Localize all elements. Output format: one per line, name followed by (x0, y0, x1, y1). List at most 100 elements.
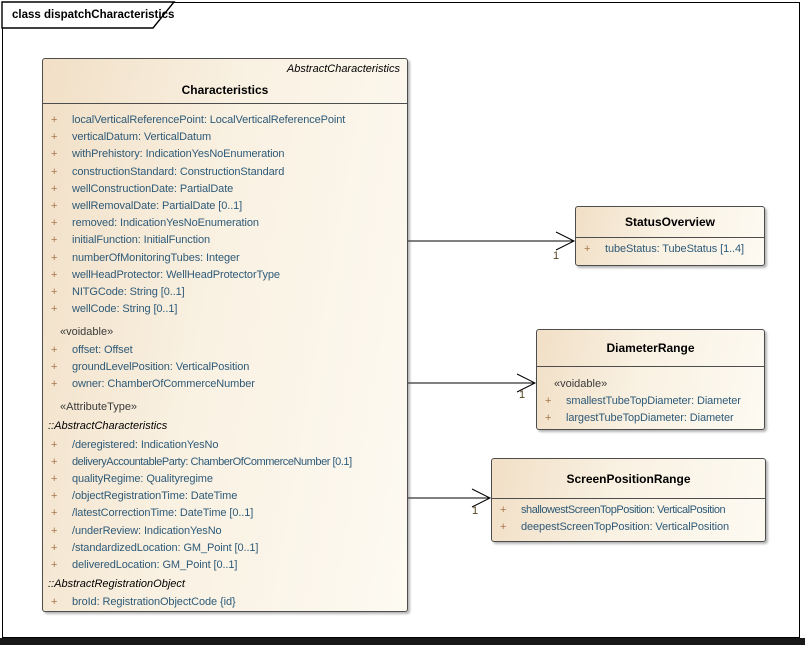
visibility-marker: + (51, 268, 58, 281)
class-header: AbstractCharacteristics Characteristics (43, 59, 407, 104)
multiplicity-diameter-range: 1 (519, 389, 526, 401)
attribute-text: qualityRegime: Qualityregime (72, 473, 213, 486)
multiplicity-status-overview: 1 (553, 250, 560, 262)
attribute-row: + /latestCorrectionTime: DateTime [0..1] (43, 505, 407, 522)
visibility-marker: + (51, 507, 58, 520)
visibility-marker: + (51, 360, 58, 373)
visibility-marker: + (51, 343, 58, 356)
visibility-marker: + (500, 521, 507, 534)
attribute-row: + wellConstructionDate: PartialDate (43, 181, 407, 198)
class-header: DiameterRange (537, 330, 764, 367)
attribute-compartment: + localVerticalReferencePoint: LocalVert… (43, 104, 407, 611)
visibility-marker: + (51, 148, 58, 161)
visibility-marker: + (545, 395, 552, 408)
attribute-row: + /objectRegistrationTime: DateTime (43, 488, 407, 505)
attribute-text: tubeStatus: TubeStatus [1..4] (605, 243, 744, 255)
attribute-row: + /underReview: IndicationYesNo (43, 523, 407, 540)
class-box-status-overview[interactable]: StatusOverview + tubeStatus: TubeStatus … (575, 206, 765, 266)
attribute-row: + wellCode: String [0..1] (43, 301, 407, 318)
attribute-text: NITGCode: String [0..1] (72, 286, 185, 299)
attribute-text: deliveryAccountableParty: ChamberOfComme… (72, 455, 352, 468)
bottom-bar (0, 638, 805, 645)
visibility-marker: + (51, 524, 58, 537)
attribute-text: /objectRegistrationTime: DateTime (72, 490, 238, 503)
attribute-row: + largestTubeTopDiameter: Diameter (537, 410, 764, 427)
attribute-text: /deregistered: IndicationYesNo (72, 438, 219, 451)
attribute-text: deliveredLocation: GM_Point [0..1] (72, 559, 238, 572)
attribute-row: + constructionStandard: ConstructionStan… (43, 164, 407, 181)
visibility-marker: + (51, 438, 58, 451)
visibility-marker: + (51, 251, 58, 264)
visibility-marker: + (51, 131, 58, 144)
attribute-row: + NITGCode: String [0..1] (43, 284, 407, 301)
attribute-text: shallowestScreenTopPosition: VerticalPos… (521, 504, 726, 516)
attribute-row: + deepestScreenTopPosition: VerticalPosi… (492, 519, 765, 536)
class-name: StatusOverview (624, 215, 716, 229)
visibility-marker: + (51, 303, 58, 316)
attribute-row: «voidable» (537, 376, 764, 393)
attribute-row: + /deregistered: IndicationYesNo (43, 437, 407, 454)
class-stereotype: AbstractCharacteristics (286, 63, 400, 75)
attribute-row: + withPrehistory: IndicationYesNoEnumera… (43, 146, 407, 163)
visibility-marker: + (51, 473, 58, 486)
class-box-characteristics[interactable]: AbstractCharacteristics Characteristics … (42, 58, 408, 612)
attribute-text: wellHeadProtector: WellHeadProtectorType (72, 268, 280, 281)
attribute-text: localVerticalReferencePoint: LocalVertic… (72, 114, 346, 126)
attribute-row: + shallowestScreenTopPosition: VerticalP… (492, 502, 765, 519)
attribute-row: + initialFunction: InitialFunction (43, 232, 407, 249)
attribute-text: broId: RegistrationObjectCode {id} (72, 596, 236, 609)
association-diameter-range (408, 373, 537, 393)
attribute-text: /underReview: IndicationYesNo (72, 524, 222, 537)
attribute-text: smallestTubeTopDiameter: Diameter (566, 395, 741, 408)
attribute-row: + wellHeadProtector: WellHeadProtectorTy… (43, 267, 407, 284)
class-box-diameter-range[interactable]: DiameterRange «voidable» + smallestTubeT… (536, 329, 765, 430)
attribute-text: deepestScreenTopPosition: VerticalPositi… (521, 521, 729, 534)
attribute-row: ::AbstractCharacteristics (43, 418, 407, 435)
class-header: ScreenPositionRange (492, 459, 765, 499)
attribute-row: + qualityRegime: Qualityregime (43, 471, 407, 488)
attribute-row: + owner: ChamberOfCommerceNumber (43, 376, 407, 393)
diagram-title: class dispatchCharacteristics (12, 9, 175, 21)
attribute-text: constructionStandard: ConstructionStanda… (72, 165, 285, 178)
attribute-row: «voidable» (43, 324, 407, 341)
visibility-marker: + (51, 286, 58, 299)
attribute-text: withPrehistory: IndicationYesNoEnumerati… (72, 148, 285, 161)
visibility-marker: + (51, 596, 58, 609)
class-name: Characteristics (181, 83, 269, 97)
attribute-text: /standardizedLocation: GM_Point [0..1] (72, 541, 259, 554)
attribute-text: largestTubeTopDiameter: Diameter (566, 412, 734, 425)
attribute-row: + /standardizedLocation: GM_Point [0..1] (43, 540, 407, 557)
attribute-text: /latestCorrectionTime: DateTime [0..1] (72, 507, 254, 520)
visibility-marker: + (51, 182, 58, 195)
attribute-row: + groundLevelPosition: VerticalPosition (43, 359, 407, 376)
attribute-row: + offset: Offset (43, 342, 407, 359)
visibility-marker: + (51, 541, 58, 554)
visibility-marker: + (51, 559, 58, 572)
attribute-row: + localVerticalReferencePoint: LocalVert… (43, 112, 407, 129)
visibility-marker: + (51, 165, 58, 178)
attribute-row: + deliveredLocation: GM_Point [0..1] (43, 557, 407, 574)
attribute-row: + wellRemovalDate: PartialDate [0..1] (43, 198, 407, 215)
visibility-marker: + (51, 234, 58, 247)
attribute-compartment: + tubeStatus: TubeStatus [1..4] (576, 238, 764, 258)
attribute-text: wellRemovalDate: PartialDate [0..1] (72, 200, 243, 213)
attribute-compartment: + shallowestScreenTopPosition: VerticalP… (492, 499, 765, 536)
attribute-text: ::AbstractRegistrationObject (48, 578, 185, 591)
attribute-row: + numberOfMonitoringTubes: Integer (43, 250, 407, 267)
visibility-marker: + (584, 243, 591, 255)
association-status-overview (408, 231, 576, 251)
attribute-text: wellCode: String [0..1] (72, 303, 178, 316)
attribute-row: «AttributeType» (43, 399, 407, 416)
visibility-marker: + (51, 200, 58, 213)
attribute-text: removed: IndicationYesNoEnumeration (72, 217, 259, 230)
attribute-row: ::AbstractRegistrationObject (43, 576, 407, 593)
attribute-text: ::AbstractCharacteristics (48, 420, 168, 433)
association-screen-position-range (408, 488, 492, 508)
class-name: DiameterRange (606, 341, 695, 355)
attribute-row: + verticalDatum: VerticalDatum (43, 129, 407, 146)
class-box-screen-position-range[interactable]: ScreenPositionRange + shallowestScreenTo… (491, 458, 766, 542)
attribute-row: + tubeStatus: TubeStatus [1..4] (576, 241, 764, 258)
frame-tab (1, 1, 176, 29)
attribute-text: owner: ChamberOfCommerceNumber (72, 378, 255, 391)
